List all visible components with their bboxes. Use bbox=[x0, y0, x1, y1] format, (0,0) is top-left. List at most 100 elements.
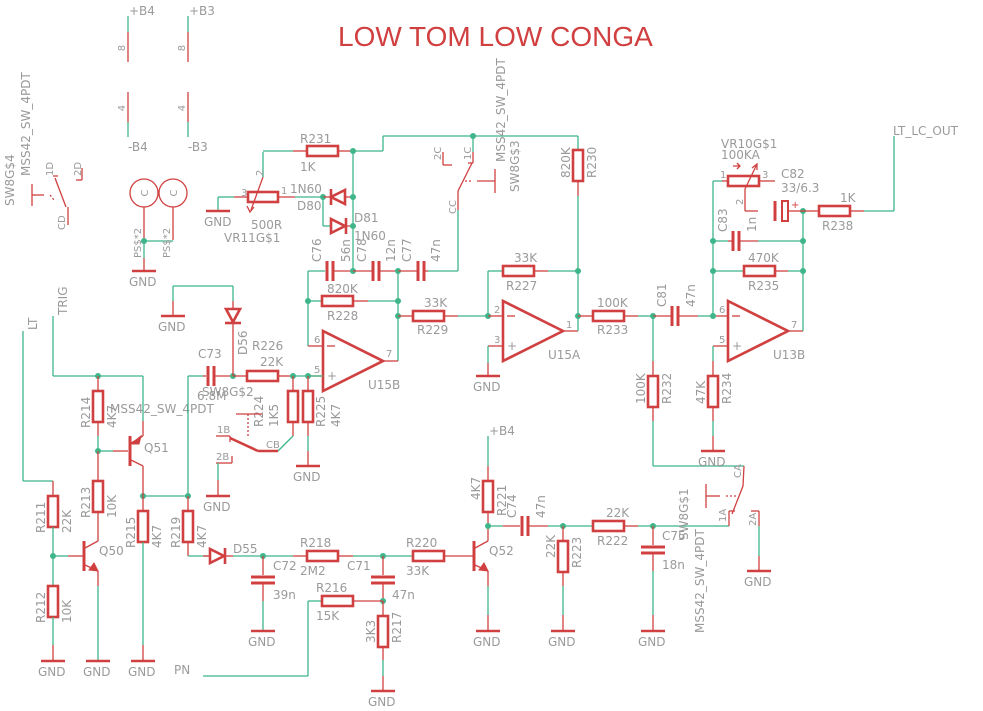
svg-text:33K: 33K bbox=[424, 296, 448, 310]
svg-text:820K: 820K bbox=[327, 282, 359, 296]
svg-text:MSS42_SW_4PDT: MSS42_SW_4PDT bbox=[693, 529, 707, 633]
svg-text:1: 1 bbox=[281, 186, 287, 197]
svg-text:2: 2 bbox=[494, 305, 500, 316]
capacitor-c71: C71 47n bbox=[347, 556, 415, 604]
svg-text:470K: 470K bbox=[748, 251, 780, 265]
diode-d81: D81 1N60 bbox=[322, 197, 386, 243]
svg-text:GND: GND bbox=[473, 380, 501, 394]
resistor-r211: R211 22K bbox=[34, 481, 74, 586]
svg-text:C83: C83 bbox=[716, 208, 730, 232]
svg-text:1K: 1K bbox=[840, 191, 857, 205]
svg-text:1A: 1A bbox=[718, 509, 729, 522]
switch-sw8g3[interactable]: 2C 1C CC MSS42_SW_4PDT SW8G$3 bbox=[428, 58, 522, 272]
svg-text:2A: 2A bbox=[748, 513, 759, 526]
capacitor-c83: C83 1n bbox=[713, 208, 803, 251]
switch-sw8g1[interactable]: GND CA 1A 2A SW8G$1 MSS42_SW_4PDT bbox=[677, 464, 772, 633]
svg-text:C: C bbox=[140, 189, 151, 196]
svg-text:100K: 100K bbox=[597, 296, 629, 310]
svg-text:R222: R222 bbox=[597, 534, 628, 548]
svg-text:GND: GND bbox=[638, 635, 666, 649]
cap-ladder: C76 56n C78 12n C77 47n bbox=[308, 238, 443, 281]
net-label-b4-pos: +B4 bbox=[129, 4, 155, 18]
svg-text:1n: 1n bbox=[745, 217, 759, 232]
svg-text:C75: C75 bbox=[662, 529, 686, 543]
svg-text:2M2: 2M2 bbox=[300, 564, 326, 578]
svg-text:1N60: 1N60 bbox=[290, 182, 322, 196]
opamp-u15a: + 2 3 1 U15A GND bbox=[473, 298, 581, 394]
diode-d56: GND D56 bbox=[158, 285, 250, 376]
svg-text:1C: 1C bbox=[463, 147, 474, 160]
node-q51-emitter bbox=[140, 375, 203, 499]
diode-d80: 1N60 D80 bbox=[290, 182, 353, 213]
switch-sw8g2[interactable]: 1B 2B CB SW8G$2 GND bbox=[202, 385, 280, 514]
svg-text:3: 3 bbox=[241, 188, 247, 199]
svg-text:1: 1 bbox=[566, 320, 572, 331]
resistor-r220: R220 33K bbox=[406, 536, 473, 578]
svg-text:5: 5 bbox=[719, 335, 725, 346]
svg-text:CB: CB bbox=[266, 440, 280, 451]
svg-text:U13B: U13B bbox=[773, 348, 805, 362]
svg-text:SW8G$2: SW8G$2 bbox=[202, 385, 254, 399]
svg-text:CA: CA bbox=[733, 464, 744, 478]
svg-text:10K: 10K bbox=[105, 494, 119, 518]
svg-text:3: 3 bbox=[762, 170, 768, 181]
svg-text:3: 3 bbox=[494, 335, 500, 346]
svg-text:47n: 47n bbox=[392, 588, 415, 602]
svg-text:CC: CC bbox=[448, 200, 459, 214]
wires-top bbox=[350, 133, 578, 271]
svg-text:10K: 10K bbox=[60, 599, 74, 623]
svg-text:12n: 12n bbox=[384, 239, 398, 262]
svg-text:R230: R230 bbox=[585, 147, 599, 178]
resistor-r223: 22K R223 GND bbox=[544, 526, 584, 649]
svg-text:47K: 47K bbox=[694, 380, 708, 404]
svg-text:+: + bbox=[732, 339, 742, 353]
resistor-r226: R226 22K bbox=[233, 339, 323, 383]
svg-text:SW8G$1: SW8G$1 bbox=[677, 488, 691, 540]
resistor-r221: +B4 4K7 R221 bbox=[469, 424, 515, 529]
svg-text:R229: R229 bbox=[417, 323, 448, 337]
pin-label: 8 bbox=[177, 45, 188, 51]
net-label-b4-neg: -B4 bbox=[128, 140, 148, 154]
svg-text:GND: GND bbox=[128, 665, 156, 679]
svg-text:GND: GND bbox=[548, 635, 576, 649]
svg-text:22K: 22K bbox=[60, 509, 74, 533]
svg-text:R227: R227 bbox=[506, 279, 537, 293]
pot-vr10[interactable]: 1 3 2 VR10G$1 100KA bbox=[713, 137, 777, 212]
svg-text:C71: C71 bbox=[347, 559, 371, 573]
transistor-q52: Q52 GND bbox=[472, 526, 514, 649]
svg-text:4K7: 4K7 bbox=[105, 405, 119, 428]
svg-text:47n: 47n bbox=[684, 284, 698, 307]
svg-text:1B: 1B bbox=[217, 425, 230, 436]
resistor-r219: R219 4K7 bbox=[169, 496, 209, 557]
svg-text:D56: D56 bbox=[236, 330, 250, 355]
svg-text:2B: 2B bbox=[216, 452, 229, 463]
svg-text:1D: 1D bbox=[45, 162, 56, 176]
svg-text:GND: GND bbox=[698, 455, 726, 469]
svg-text:R211: R211 bbox=[34, 502, 48, 533]
resistor-r214: R214 4K7 bbox=[79, 376, 119, 454]
capacitor-c73: C73 6.8M bbox=[197, 347, 236, 403]
svg-text:33K: 33K bbox=[514, 251, 538, 265]
svg-text:500R: 500R bbox=[251, 218, 282, 232]
svg-text:39n: 39n bbox=[273, 588, 296, 602]
resistor-r215: R215 4K7 GND bbox=[124, 481, 164, 679]
svg-text:7: 7 bbox=[386, 349, 392, 360]
svg-text:22K: 22K bbox=[606, 506, 630, 520]
resistor-r212: R212 10K GND bbox=[34, 584, 74, 679]
power-rail-b3: +B3 8 4 -B3 bbox=[177, 4, 215, 154]
pot-vr11[interactable]: 3 1 2 500R VR11G$1 GND bbox=[204, 150, 295, 245]
svg-text:100KA: 100KA bbox=[721, 148, 761, 162]
svg-text:4K7: 4K7 bbox=[195, 525, 209, 548]
svg-text:R232: R232 bbox=[660, 373, 674, 404]
resistor-r222: 22K R222 bbox=[591, 506, 729, 548]
svg-text:MSS42_SW_4PDT: MSS42_SW_4PDT bbox=[19, 72, 33, 176]
svg-text:GND: GND bbox=[158, 320, 186, 334]
svg-text:R218: R218 bbox=[300, 536, 331, 550]
svg-text:18n: 18n bbox=[662, 558, 685, 572]
svg-text:R220: R220 bbox=[406, 536, 437, 550]
switch-sw8g4[interactable]: SW8G$4 MSS42_SW_4PDT 1D 2D CD bbox=[3, 72, 84, 230]
svg-text:GND: GND bbox=[38, 665, 66, 679]
svg-text:47n: 47n bbox=[429, 239, 443, 262]
pin-label: 8 bbox=[117, 45, 128, 51]
